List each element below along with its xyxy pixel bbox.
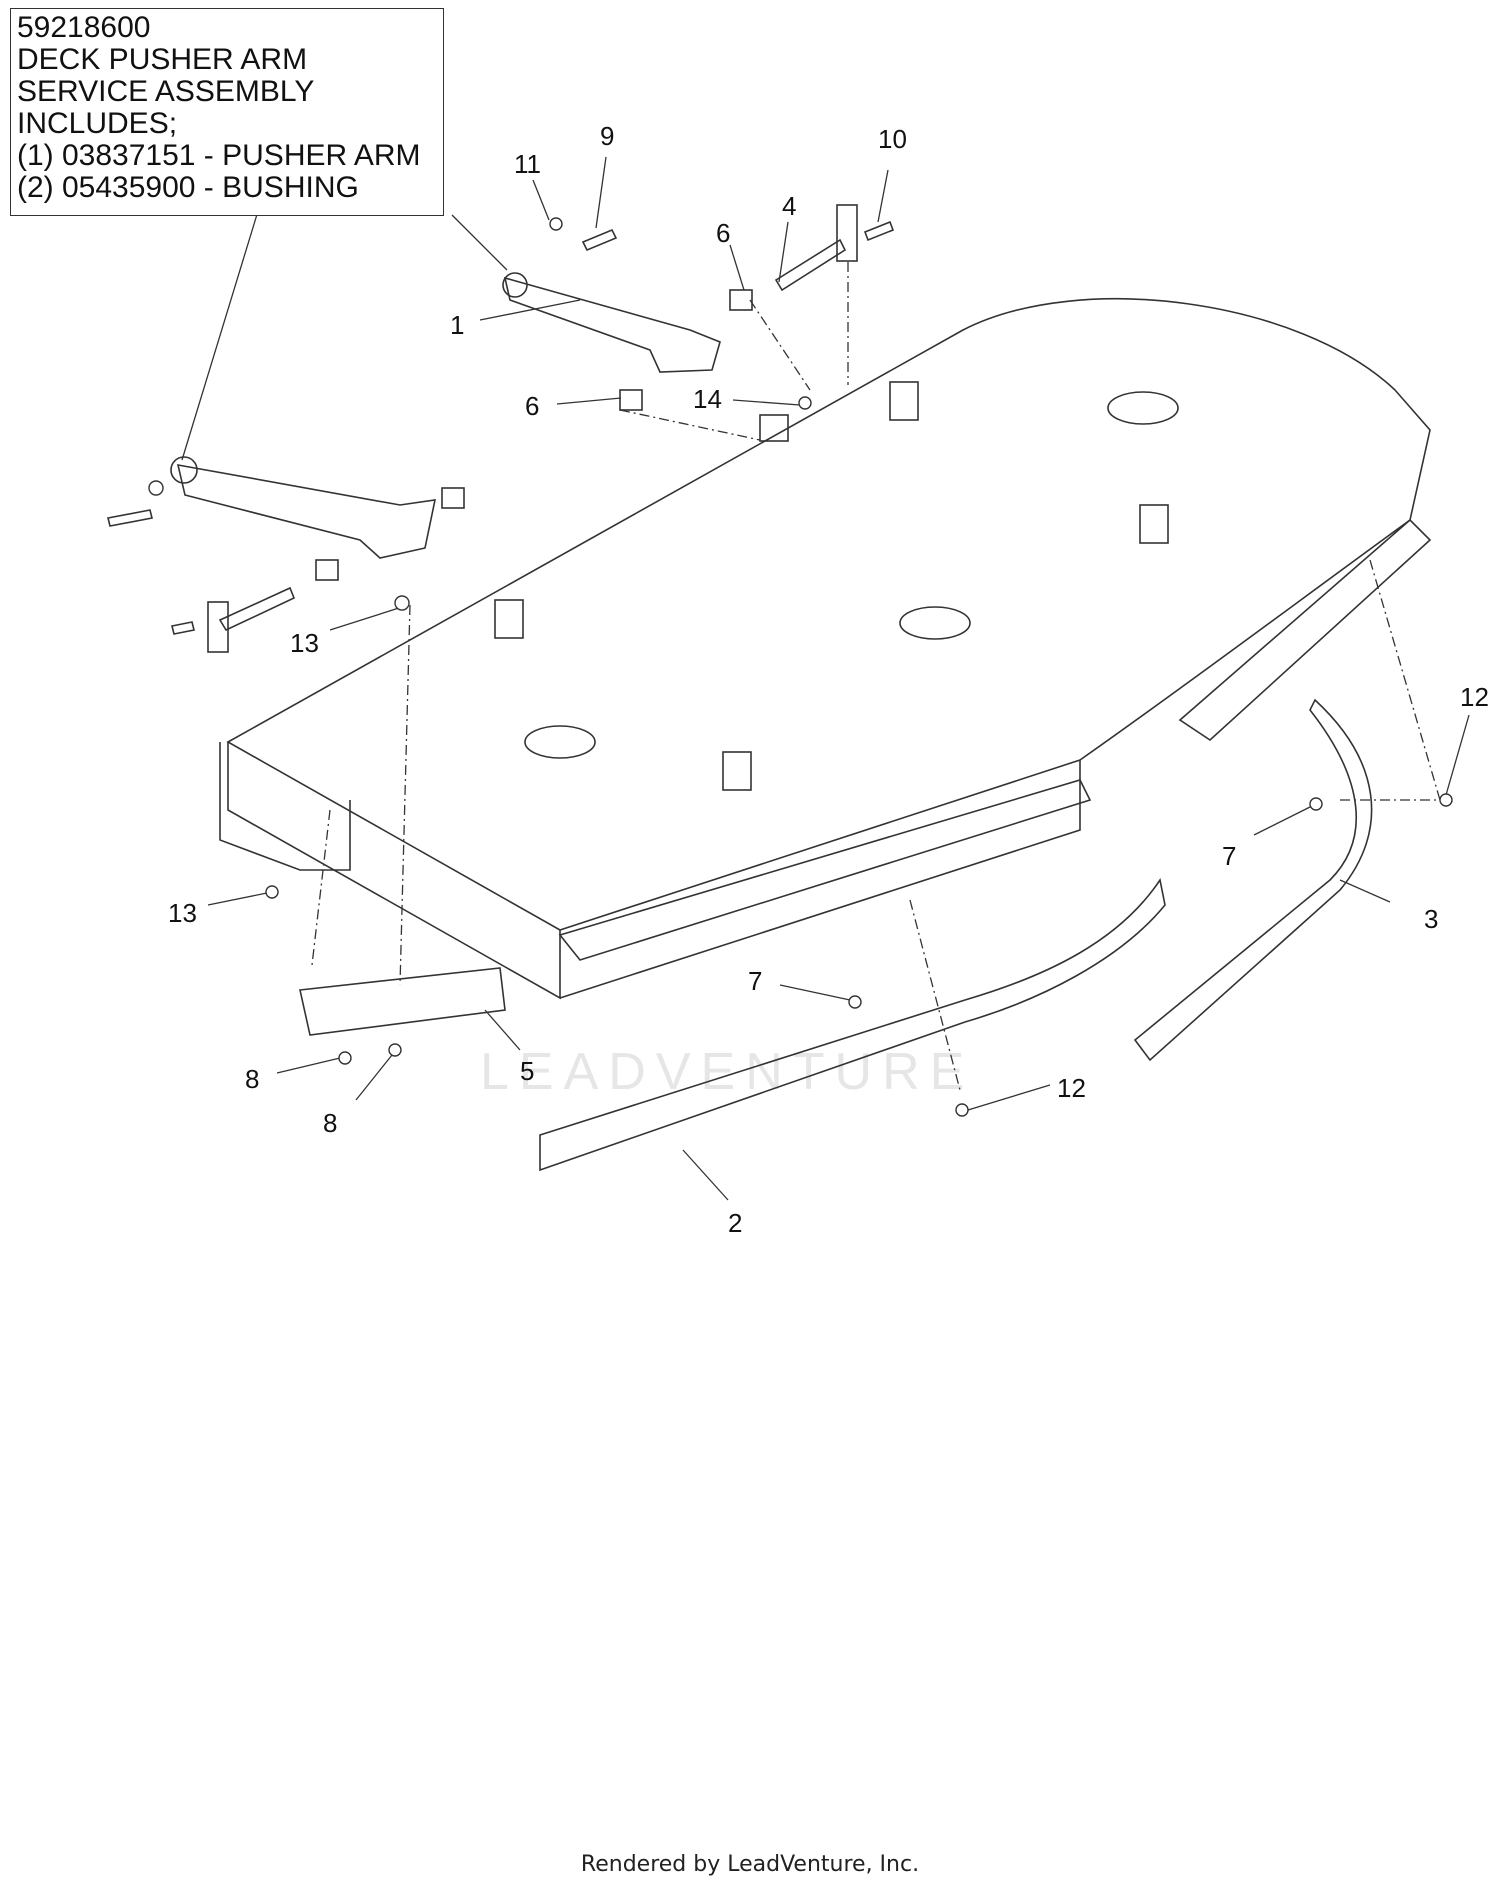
deck-bracket: [494, 599, 524, 639]
leader-line: [1339, 879, 1391, 903]
callout-label: 12: [1057, 1073, 1086, 1103]
callout-label: 9: [600, 121, 614, 151]
pivot-pin: [218, 586, 296, 632]
leader-line: [556, 397, 622, 405]
note-line: SERVICE ASSEMBLY: [17, 75, 315, 108]
footer-credit: Rendered by LeadVenture, Inc.: [580, 1852, 920, 1877]
spindle-opening-left: [524, 725, 596, 759]
leader-line: [729, 244, 745, 291]
deck-bracket: [1139, 504, 1169, 544]
spindle-opening-rear: [1107, 391, 1179, 425]
leader-line: [451, 214, 508, 271]
leader-line: [1445, 714, 1470, 796]
washer: [148, 480, 164, 496]
pin-plate: [836, 204, 858, 262]
baffle-part-2: [539, 877, 1166, 1172]
alignment-line: [1369, 559, 1441, 801]
nut: [798, 396, 812, 410]
deck-bracket: [759, 414, 789, 442]
alignment-line: [909, 899, 961, 1091]
note-line: DECK PUSHER ARM: [17, 43, 308, 76]
callout-label: 3: [1424, 904, 1438, 934]
note-part-number: 59218600: [17, 11, 151, 44]
alignment-line: [749, 299, 811, 391]
fastener: [388, 1043, 402, 1057]
leader-line: [484, 1009, 521, 1051]
callout-label: 6: [525, 391, 539, 421]
callout-label: 2: [728, 1208, 742, 1238]
baffle-part-5: [299, 967, 506, 1036]
leader-line: [779, 984, 851, 1001]
washer: [549, 217, 563, 231]
nut: [265, 885, 279, 899]
bolt: [107, 509, 153, 527]
nut: [394, 595, 410, 611]
leader-line: [682, 1149, 729, 1201]
bolt: [171, 621, 195, 635]
fastener: [1309, 797, 1323, 811]
callout-label: 7: [1222, 841, 1236, 871]
bushing: [441, 487, 465, 509]
alignment-line: [311, 809, 331, 966]
deck-bracket: [722, 751, 752, 791]
leader-line: [877, 169, 889, 223]
nut: [1439, 793, 1453, 807]
leader-line: [532, 179, 550, 221]
watermark-text: LEADVENTURE: [480, 1043, 975, 1101]
deck-bracket: [889, 381, 919, 421]
callout-label: 12: [1460, 682, 1489, 712]
note-line: (1) 03837151 - PUSHER ARM: [17, 139, 421, 172]
baffle-part-3: [1133, 698, 1373, 1062]
leader-line: [595, 156, 607, 229]
bushing: [315, 559, 339, 581]
callout-label: 5: [520, 1056, 534, 1086]
spindle-opening-center: [899, 606, 971, 640]
pusher-arm-lower: [176, 463, 437, 559]
pusher-arm-lower-eye: [170, 456, 198, 484]
leader-line: [732, 399, 801, 406]
note-line: INCLUDES;: [17, 107, 178, 140]
leader-line: [967, 1084, 1051, 1111]
pivot-pin: [774, 238, 847, 292]
callout-label: 6: [716, 218, 730, 248]
deck-left-panel: [219, 742, 351, 871]
fastener: [848, 995, 862, 1009]
alignment-line: [619, 409, 761, 441]
deck-front-skirt: [227, 742, 1081, 1000]
callout-label: 14: [693, 384, 722, 414]
callout-label: 8: [323, 1108, 337, 1138]
callout-label: 8: [245, 1064, 259, 1094]
callout-label: 13: [168, 898, 197, 928]
callout-label: 11: [514, 149, 541, 179]
bushing: [619, 389, 643, 411]
leader-line: [778, 221, 789, 283]
callout-label: 13: [290, 628, 319, 658]
pin-plate: [207, 601, 229, 653]
fastener: [338, 1051, 352, 1065]
deck-front-rail: [558, 779, 1092, 961]
deck-right-rail: [1178, 518, 1432, 742]
bolt: [863, 220, 895, 242]
nut: [955, 1103, 969, 1117]
leader-line: [1253, 805, 1313, 836]
callout-label: 4: [782, 191, 796, 221]
leader-line: [355, 1054, 393, 1101]
pusher-arm-upper: [503, 276, 721, 373]
note-line: (2) 05435900 - BUSHING: [17, 171, 359, 204]
leader-line: [479, 299, 581, 321]
leader-line: [329, 606, 403, 631]
deck-top-outline: [226, 297, 1431, 931]
assembly-note-box: 59218600 DECK PUSHER ARM SERVICE ASSEMBL…: [10, 8, 444, 216]
callout-label: 1: [450, 310, 464, 340]
bushing: [729, 289, 753, 311]
callout-label: 7: [748, 966, 762, 996]
alignment-line: [399, 604, 411, 986]
bolt: [581, 228, 618, 252]
callout-label: 10: [878, 124, 907, 154]
leader-line: [181, 197, 263, 461]
pusher-arm-upper-eye: [502, 272, 528, 298]
leader-line: [276, 1057, 341, 1074]
leader-line: [207, 892, 268, 906]
